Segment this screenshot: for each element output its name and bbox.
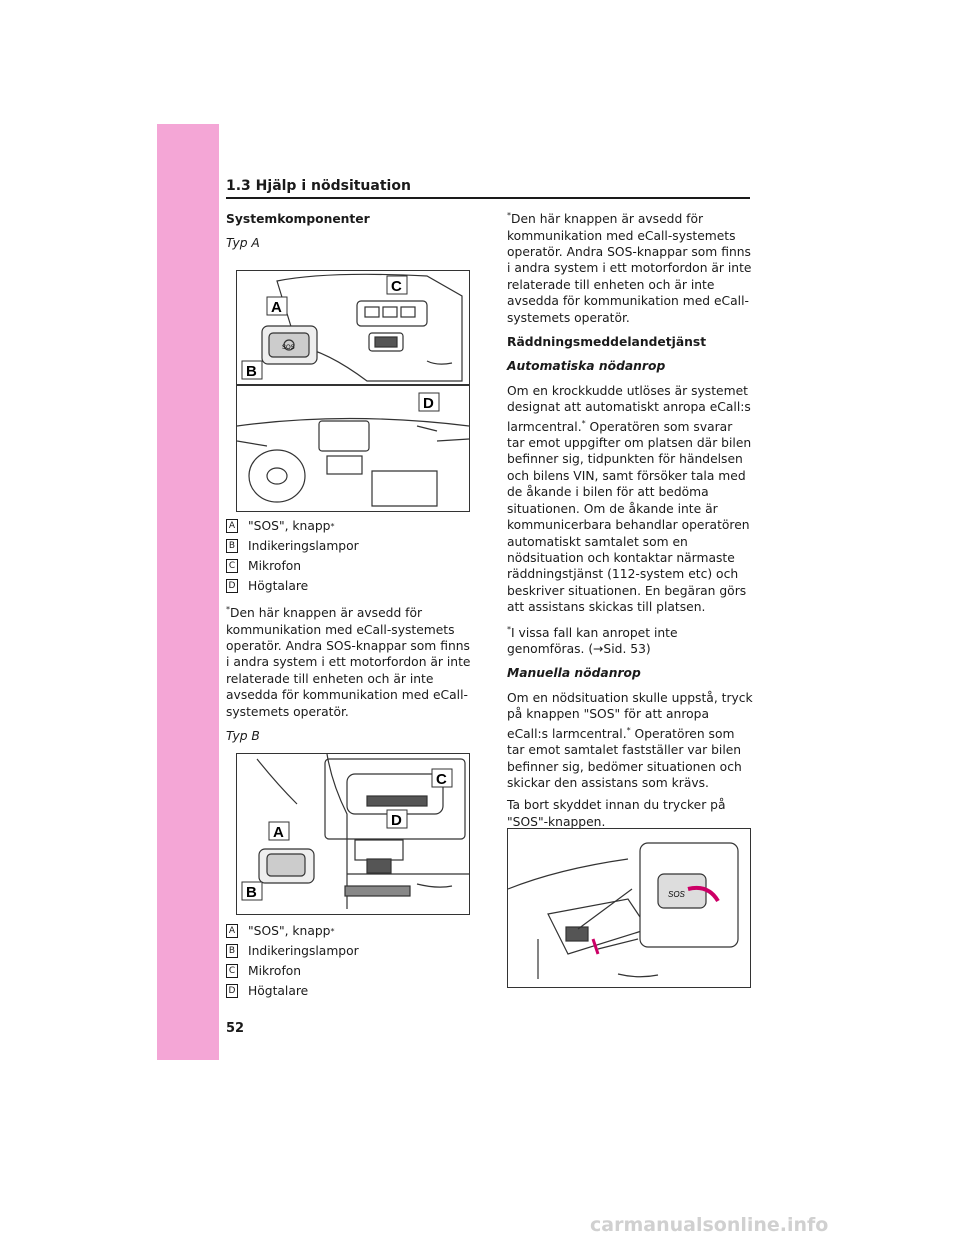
type-b-label: Typ B <box>226 728 260 743</box>
chapter-color-bar <box>157 124 219 1060</box>
legend-a-item-b: B Indikeringslampor <box>226 539 359 553</box>
svg-text:B: B <box>246 884 257 901</box>
legend-b-item-a: A "SOS", knapp* <box>226 924 334 938</box>
legend-text: "SOS", knapp <box>248 519 331 533</box>
sos-cover-illustration: SOS <box>508 842 739 979</box>
figure-type-a: C A B D SOS <box>236 270 470 512</box>
chapter-title: 1.3 Hjälp i nödsituation <box>226 178 411 194</box>
legend-b-item-c: C Mikrofon <box>226 964 301 978</box>
type-a-illustration: C A B D SOS <box>237 273 469 507</box>
svg-text:D: D <box>423 395 434 412</box>
legend-a-item-c: C Mikrofon <box>226 559 301 573</box>
figure-type-b: C D A B <box>236 753 470 915</box>
right-footnote: *Den här knappen är avsedd för kommunika… <box>507 211 752 325</box>
manual-call-title: Manuella nödanrop <box>507 666 641 681</box>
page-number: 52 <box>226 1021 245 1036</box>
chapter-rule <box>226 197 750 199</box>
call-note: *I vissa fall kan anropet inte genomföra… <box>507 624 678 657</box>
legend-a-item-a: A "SOS", knapp* <box>226 519 334 533</box>
right-column: *Den här knappen är avsedd för kommunika… <box>507 208 753 830</box>
svg-text:D: D <box>391 812 402 829</box>
cover-instruction: Ta bort skyddet innan du trycker på "SOS… <box>507 798 726 829</box>
left-heading-block: Systemkomponenter Typ A <box>226 211 476 252</box>
legend-a-item-d: D Högtalare <box>226 579 308 593</box>
legend-letter: A <box>226 519 238 533</box>
type-a-label: Typ A <box>226 236 260 251</box>
manual-call-text: Om en nödsituation skulle uppstå, tryck … <box>507 690 753 790</box>
section-heading: Systemkomponenter <box>226 212 370 226</box>
svg-text:C: C <box>436 771 447 788</box>
svg-text:SOS: SOS <box>282 345 295 351</box>
legend-b-item-b: B Indikeringslampor <box>226 944 359 958</box>
watermark: carmanualsonline.info <box>590 1214 829 1236</box>
left-footnote: *Den här knappen är avsedd för kommunika… <box>226 602 476 744</box>
svg-text:A: A <box>273 824 284 841</box>
auto-call-text: Om en krockkudde utlöses är systemet des… <box>507 383 752 615</box>
svg-text:B: B <box>246 363 257 380</box>
label-c-icon: C <box>391 278 402 295</box>
svg-text:SOS: SOS <box>668 890 686 899</box>
legend-b-item-d: D Högtalare <box>226 984 308 998</box>
auto-call-title: Automatiska nödanrop <box>507 359 666 374</box>
rescue-heading: Räddningsmeddelandetjänst <box>507 334 707 349</box>
figure-sos-cover: SOS <box>507 828 751 988</box>
svg-text:A: A <box>271 299 282 316</box>
type-b-illustration: C D A B <box>241 754 469 909</box>
